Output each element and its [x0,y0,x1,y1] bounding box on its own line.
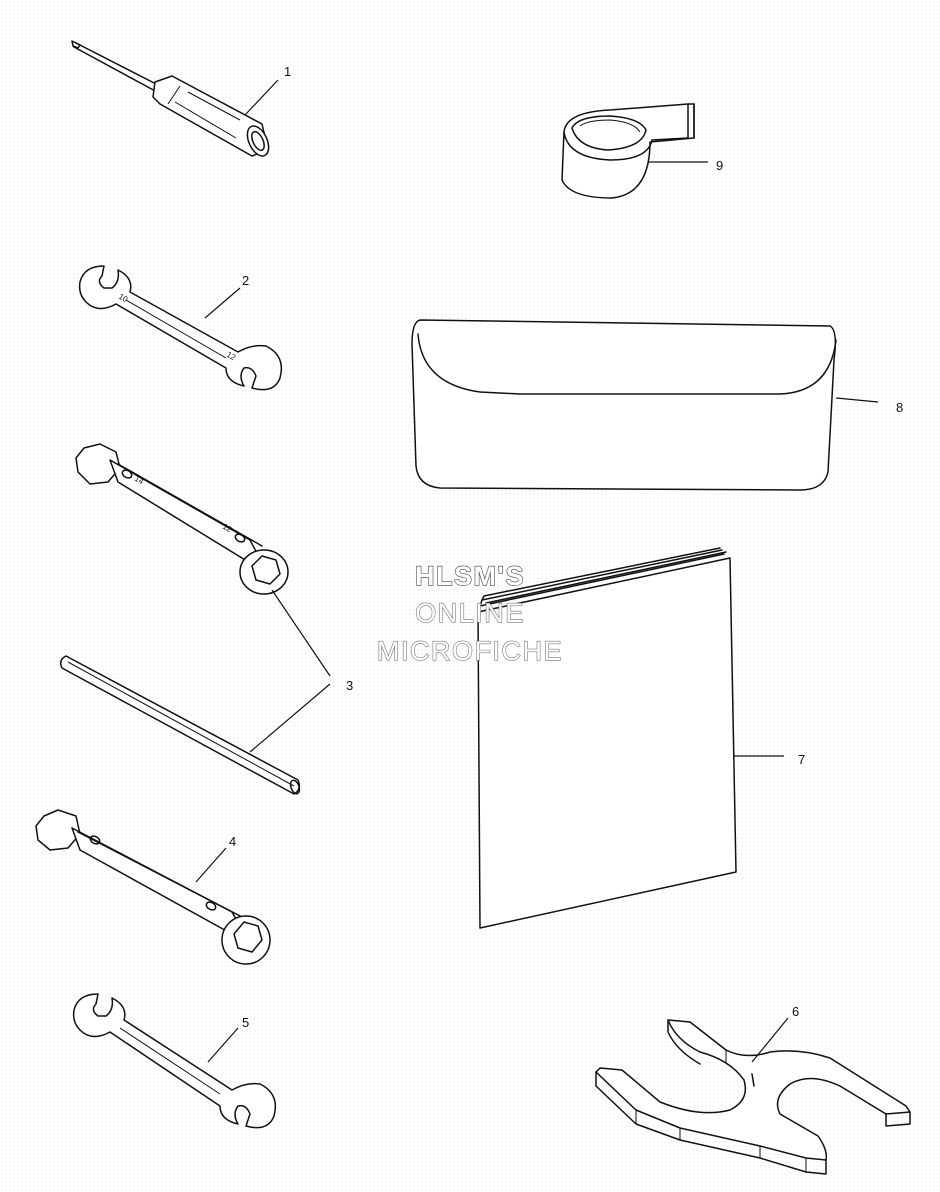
callout-1: 1 [284,64,291,79]
screwdriver-icon[interactable] [71,40,273,159]
watermark-line-1: HLSM'S [415,561,525,591]
leader-line [249,589,331,753]
watermark-line-3: MICROFICHE [377,636,563,666]
leader-line [244,79,279,116]
leader-line [195,847,227,883]
leader-line [204,287,241,319]
tube-socket-wrench-icon[interactable] [35,809,271,965]
open-end-wrench-icon[interactable]: 10 12 [78,265,283,391]
strap-icon[interactable] [561,103,695,199]
leader-line [207,1027,239,1063]
callout-8: 8 [896,400,903,415]
callout-2: 2 [242,273,249,288]
leader-line [835,397,879,403]
callout-5: 5 [242,1015,249,1030]
tommy-bar-icon[interactable] [59,655,301,795]
watermark: HLSM'S ONLINE MICROFICHE [376,560,563,666]
leader-line [751,1017,789,1063]
callout-4: 4 [229,834,236,849]
callout-6: 6 [792,1004,799,1019]
tool-pouch-icon[interactable] [411,319,837,491]
callout-3: 3 [346,678,353,693]
callout-9: 9 [716,158,723,173]
open-end-wrench-icon[interactable] [72,993,277,1129]
owners-manual-icon[interactable] [477,547,737,929]
tube-socket-wrench-icon[interactable]: 14 12 [75,443,289,595]
callout-7: 7 [798,752,805,767]
watermark-line-2: ONLINE [415,598,525,628]
spanner-icon[interactable] [595,1019,911,1175]
